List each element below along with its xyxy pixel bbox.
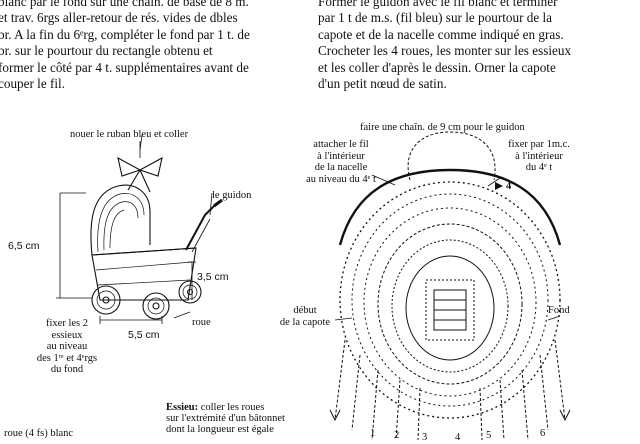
note-line: sur l'extrémité d'un bâtonnet [166,413,285,424]
note-line: coller les roues [198,402,265,413]
row-number: 2 [394,430,400,441]
direction-arrow-icon [495,182,503,190]
note-line: fixer les 2 [46,318,88,329]
row-number: 5 [486,430,492,441]
text-line: et trav. 6rgs aller-retour de rés. vides… [0,10,238,26]
note-line: attacher le fil [313,139,369,150]
wheel-note: roue (4 fs) blanc [4,428,74,439]
handle-label: le guidon [212,190,252,201]
instructions-left: blanc par le fond sur une chaîn. de base… [0,0,298,92]
text-line: former le côté par 4 t. supplémentaires … [0,59,249,75]
row-number: 1 [370,428,376,439]
chart-top-label: faire une chaîn. de 9 cm pour le guidon [360,122,525,133]
text-line: Crocheter les 4 roues, les monter sur le… [318,43,572,59]
chart-fond-label: Fond [548,305,570,316]
note-line: essieux [51,329,83,341]
width-dimension: 5,5 cm [128,329,160,341]
marker-number: 4 [506,181,512,192]
note-line: dont la longueur est égale [166,424,274,435]
instructions-right: Former le guidon avec le fil blanc et te… [318,0,638,92]
height-dimension: 6,5 cm [8,240,40,252]
text-line: Former le guidon avec le fil blanc et te… [318,0,558,9]
wheel-front-icon [91,285,121,315]
text-line: br. sur le pourtour du rectangle obtenu … [0,43,213,59]
chart-left-label: attacher le fil à l'intérieur de la nace… [296,139,386,185]
axle-note: fixer les 2 essieux au niveau des 1ʳᵉ et… [22,318,112,376]
wheel-back-icon [178,280,202,304]
text-line: couper le fil. [0,76,66,92]
text-line: capote et de la nacelle comme indiqué en… [318,26,564,42]
row-number: 3 [422,432,428,443]
wheel-label: roue [192,317,211,328]
essieu-note: Essieu: coller les roues sur l'extrémité… [166,402,285,435]
note-line: au niveau du 4ᵉ t [306,173,376,185]
note-line: début [293,305,317,316]
bow-right-loop [138,156,163,177]
note-line: à l'intérieur [317,150,365,162]
handle-chain [407,131,496,181]
hood-outline [90,184,151,256]
note-line: fixer par 1m.c. [508,139,570,150]
ribbon-label: nouer le ruban bleu et coller [70,129,189,140]
body-height-dimension: 3,5 cm [197,271,229,283]
bow-left-loop [117,156,142,177]
note-line: de la nacelle [314,162,368,173]
wheel-mid-icon [142,292,170,320]
chart-right-label: fixer par 1m.c. à l'intérieur du 4ᵉ t [494,139,584,174]
essieu-title: Essieu: [166,402,199,413]
text-line: et les coller d'après le dessin. Orner l… [318,59,556,75]
text-line: br. A la fin du 6ᵉrg, compléter le fond … [0,26,250,42]
text-line: par 1 t de m.s. (fil bleu) sur le pourto… [318,10,553,26]
note-line: de la capote [279,316,331,328]
hood-bold-edge [338,168,562,246]
row-number: 6 [540,428,546,439]
row-number: 4 [455,432,461,443]
text-line: d'un petit nœud de satin. [318,76,447,92]
note-line: au niveau [46,341,88,352]
note-line: des 1ʳᵉ et 4ᵉrgs [36,352,98,364]
note-line: du fond [50,364,84,375]
note-line: du 4ᵉ t [525,162,553,173]
chart-debut-label: début de la capote [270,305,340,328]
note-line: à l'intérieur [515,150,563,162]
text-line: blanc par le fond sur une chaîn. de base… [0,0,249,9]
